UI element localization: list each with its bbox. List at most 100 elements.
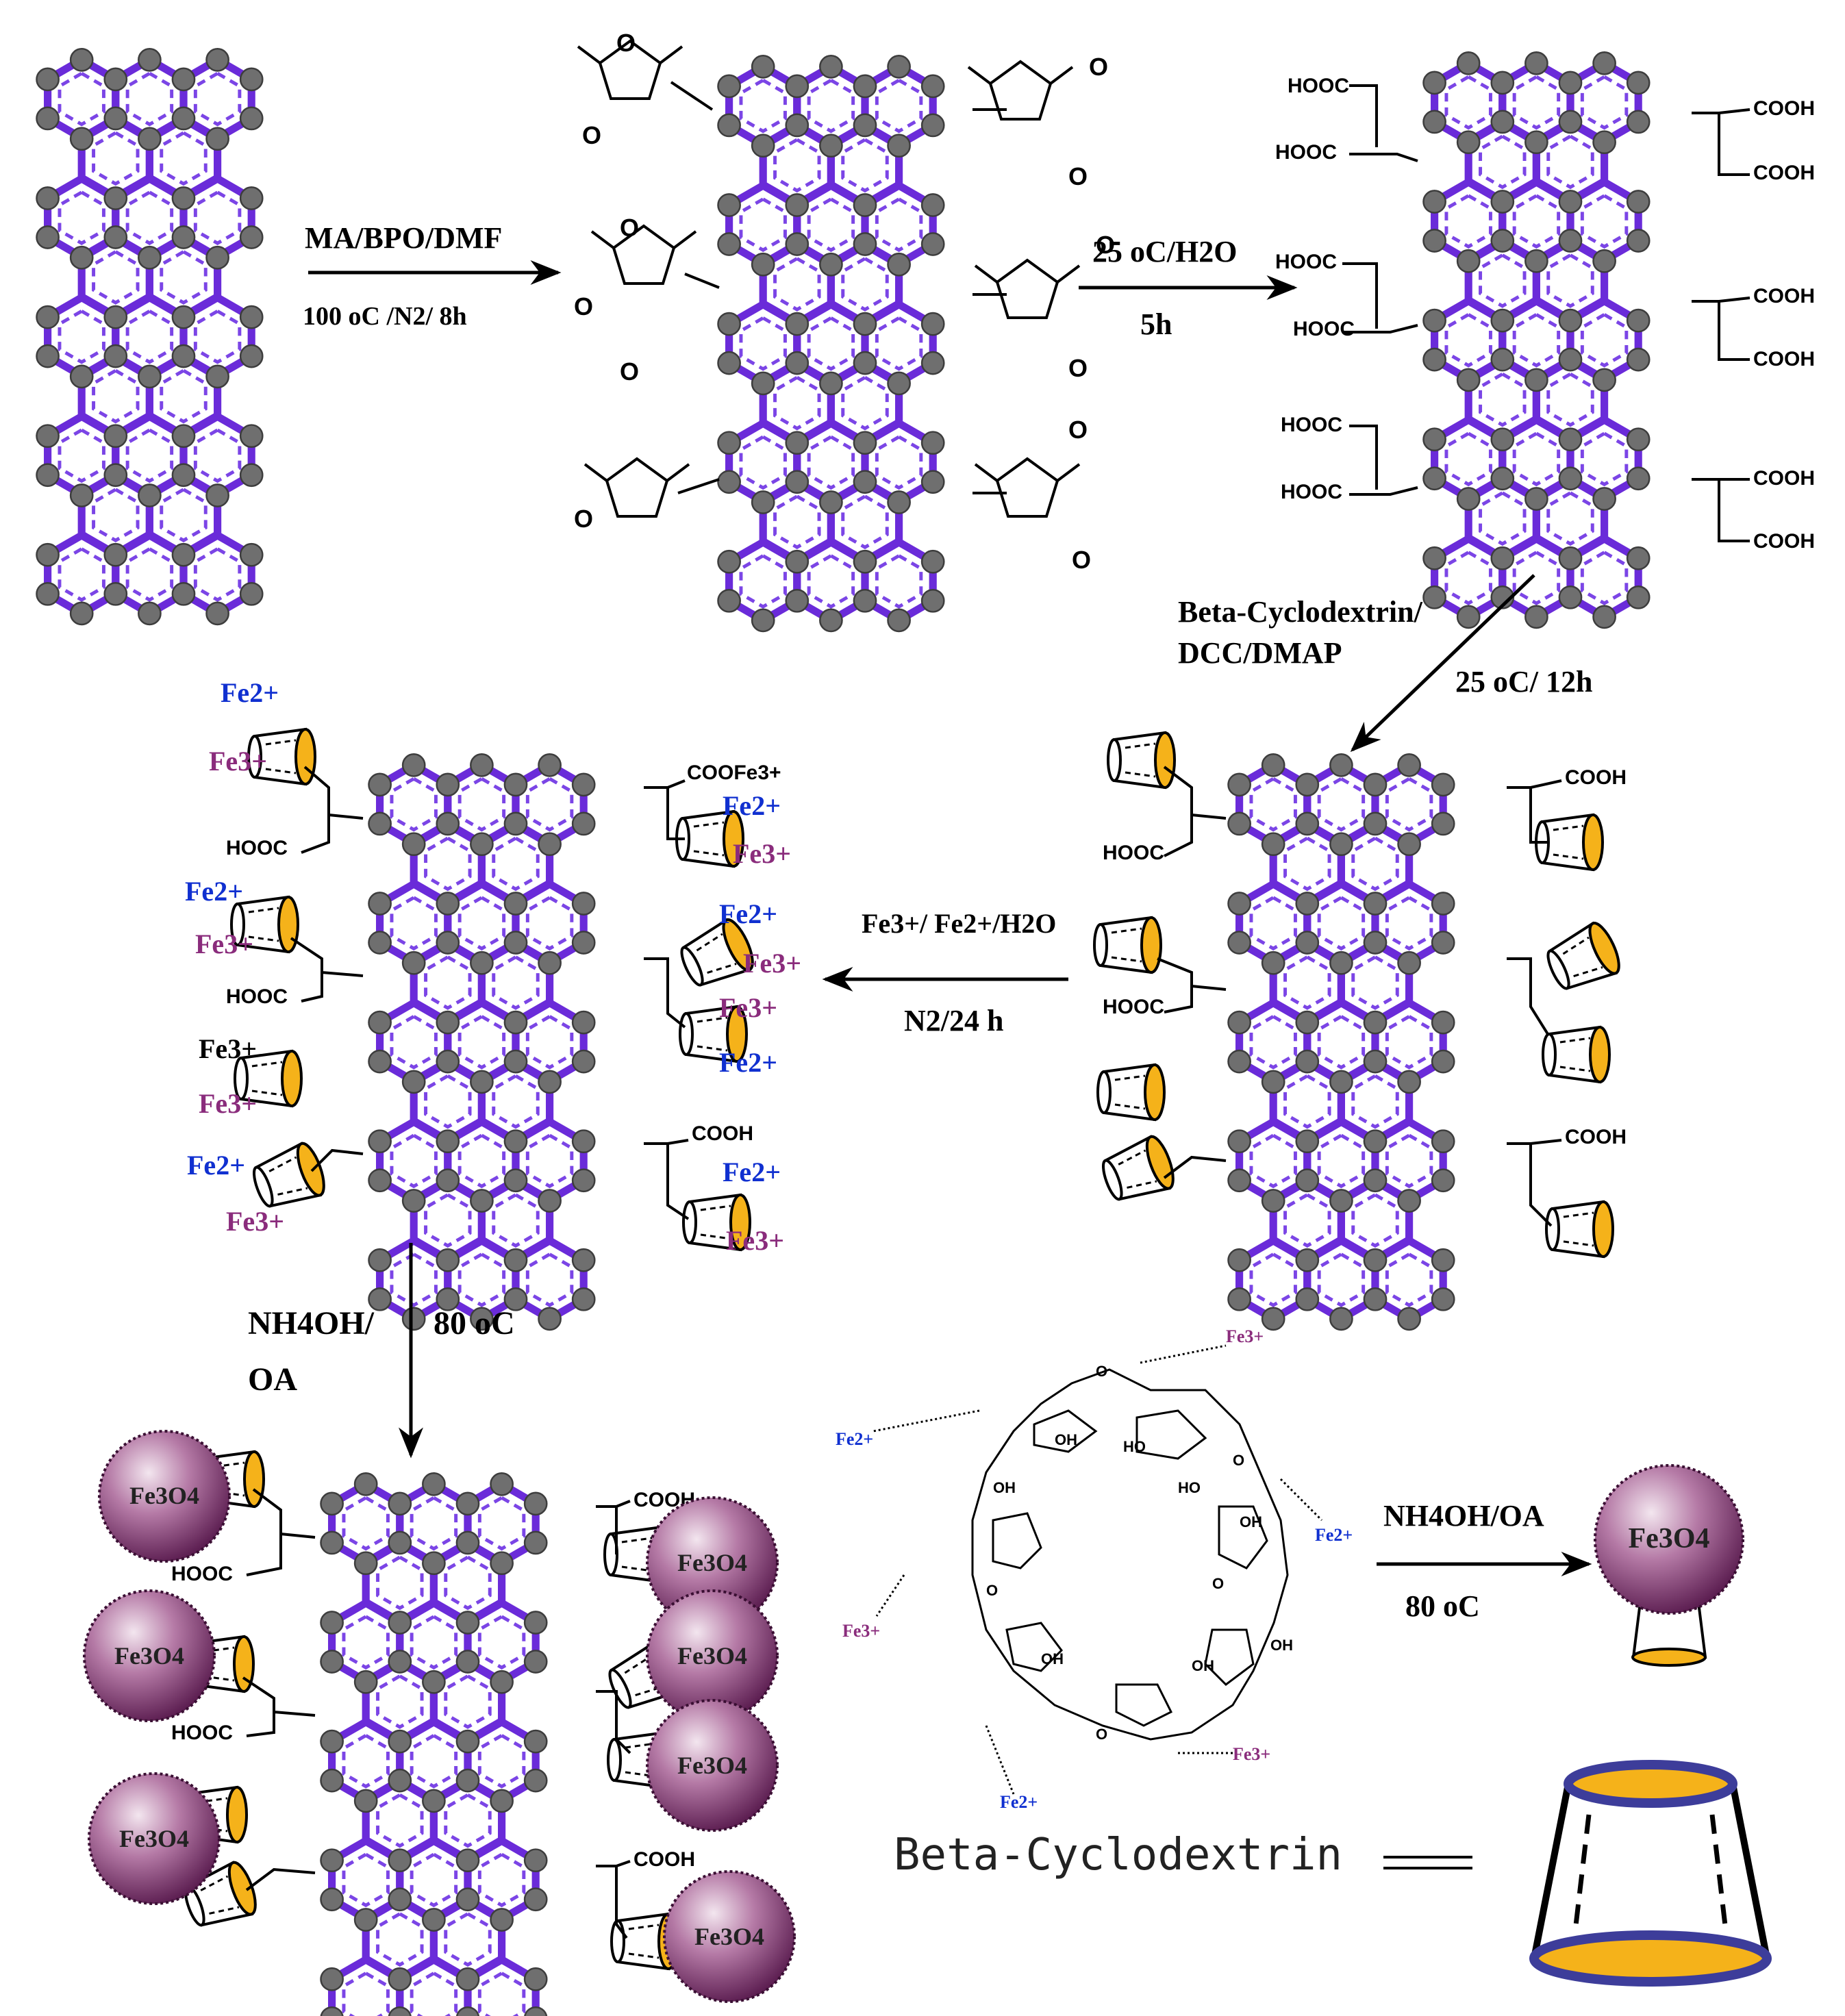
- svg-text:HO: HO: [1123, 1438, 1146, 1455]
- svg-text:O: O: [1096, 231, 1115, 259]
- svg-text:COOFe3+: COOFe3+: [687, 761, 781, 784]
- fe3o4-sphere: Fe3O4: [646, 1589, 779, 1722]
- svg-text:O: O: [1212, 1575, 1224, 1592]
- svg-text:Fe2+: Fe2+: [1315, 1525, 1353, 1545]
- svg-text:O: O: [1233, 1452, 1244, 1469]
- svg-text:COOH: COOH: [633, 1848, 695, 1871]
- carboxyl-groups: HOOC HOOC HOOC HOOC HOOC HOOC COOH COOH …: [1275, 75, 1815, 553]
- fe3o4-cups: HOOC HOOC COOH COOH: [171, 1450, 695, 1970]
- fe3o4-sphere: Fe3O4: [646, 1699, 779, 1832]
- svg-text:Fe2+: Fe2+: [187, 1150, 245, 1181]
- svg-text:O: O: [1068, 354, 1088, 382]
- step3-catalyst: DCC/DMAP: [1178, 636, 1342, 670]
- svg-text:OH: OH: [1240, 1513, 1262, 1530]
- svg-text:Fe3O4: Fe3O4: [1629, 1523, 1710, 1554]
- cnt-pristine: [36, 49, 262, 625]
- step2-time: 5h: [1140, 307, 1172, 341]
- cd-cups-right-tube: HOOC HOOC COOH COOH: [1093, 731, 1627, 1258]
- svg-text:OH: OH: [1270, 1637, 1293, 1654]
- svg-text:OH: OH: [993, 1479, 1016, 1496]
- svg-text:COOH: COOH: [1753, 348, 1815, 370]
- legend-label: Beta-Cyclodextrin: [894, 1830, 1342, 1880]
- step6-temperature: 80 oC: [1405, 1589, 1480, 1623]
- step1-reagents: MA/BPO/DMF: [305, 221, 502, 255]
- svg-text:HO: HO: [1178, 1479, 1201, 1496]
- svg-text:O: O: [1089, 53, 1108, 81]
- svg-text:Fe3+: Fe3+: [209, 746, 267, 777]
- svg-text:O: O: [1068, 162, 1088, 190]
- svg-text:Fe2+: Fe2+: [723, 1157, 781, 1187]
- svg-text:COOH: COOH: [692, 1122, 753, 1145]
- svg-text:Fe3+: Fe3+: [226, 1206, 284, 1237]
- svg-text:COOH: COOH: [1753, 285, 1815, 307]
- svg-text:COOH: COOH: [1565, 1126, 1627, 1148]
- anhydride-oxygens: O O O O O O O O O O O O: [574, 29, 1115, 574]
- svg-text:Fe3O4: Fe3O4: [119, 1825, 189, 1852]
- svg-text:O: O: [620, 214, 639, 242]
- svg-text:Fe3O4: Fe3O4: [677, 1642, 747, 1670]
- svg-text:HOOC: HOOC: [1288, 75, 1349, 97]
- svg-text:HOOC: HOOC: [1103, 996, 1164, 1018]
- svg-text:Fe2+: Fe2+: [1000, 1792, 1038, 1812]
- iron-ions-left: Fe2+ Fe3+ Fe2+ Fe3+ Fe3+ Fe3+ Fe2+ Fe3+ …: [185, 677, 801, 1256]
- svg-text:COOH: COOH: [1753, 162, 1815, 184]
- svg-text:Fe2+: Fe2+: [723, 790, 781, 821]
- svg-text:OH: OH: [1192, 1657, 1214, 1674]
- svg-text:HOOC: HOOC: [226, 985, 288, 1008]
- svg-text:Fe3+: Fe3+: [733, 838, 791, 869]
- svg-text:OH: OH: [1041, 1650, 1064, 1667]
- svg-text:O: O: [1096, 1726, 1107, 1743]
- legend-beta-cyclodextrin: Beta-Cyclodextrin: [894, 1760, 1772, 1987]
- svg-text:Fe3O4: Fe3O4: [114, 1642, 184, 1670]
- cd-cups-left-tube: HOOC HOOC COOH COOFe3+: [226, 728, 781, 1251]
- step6-reagent: NH4OH/OA: [1383, 1499, 1544, 1533]
- svg-text:HOOC: HOOC: [1281, 481, 1342, 503]
- step4-ions: Fe3+/ Fe2+/H2O: [862, 908, 1056, 939]
- cnt-anhydride: [718, 55, 944, 631]
- svg-text:HOOC: HOOC: [1275, 251, 1337, 273]
- svg-text:Fe2+: Fe2+: [221, 677, 279, 708]
- svg-text:O: O: [620, 357, 639, 386]
- svg-text:COOH: COOH: [1753, 530, 1815, 553]
- svg-text:Fe3+: Fe3+: [1233, 1744, 1270, 1764]
- svg-text:Fe3+: Fe3+: [726, 1225, 784, 1256]
- svg-text:HOOC: HOOC: [171, 1563, 233, 1585]
- svg-text:O: O: [986, 1582, 998, 1599]
- svg-text:OH: OH: [1055, 1431, 1077, 1448]
- svg-text:Fe3O4: Fe3O4: [677, 1752, 747, 1779]
- svg-text:Fe2+: Fe2+: [185, 876, 243, 907]
- svg-text:HOOC: HOOC: [171, 1722, 233, 1744]
- fe3o4-sphere: Fe3O4: [88, 1772, 221, 1905]
- svg-text:Fe3+: Fe3+: [743, 948, 801, 979]
- anhydride-groups: [577, 40, 1081, 518]
- svg-text:HOOC: HOOC: [1281, 414, 1342, 436]
- cnt-carboxylated: [1423, 52, 1649, 628]
- fe3o4-sphere: Fe3O4: [83, 1589, 216, 1722]
- svg-text:Fe3O4: Fe3O4: [129, 1482, 199, 1509]
- step1-conditions: 100 oC /N2/ 8h: [303, 302, 467, 331]
- step5-reagent: NH4OH/: [248, 1305, 375, 1341]
- fe3o4-sphere: Fe3O4: [646, 1496, 779, 1629]
- step5-temperature: 80 oC: [434, 1305, 515, 1341]
- svg-text:O: O: [1096, 1363, 1107, 1380]
- svg-text:Fe3+: Fe3+: [1226, 1326, 1264, 1346]
- arrow-step-3: [1350, 574, 1535, 753]
- cnt-cyclodextrin: [1228, 754, 1454, 1330]
- svg-text:HOOC: HOOC: [1293, 318, 1355, 340]
- fe3o4-sphere: Fe3O4: [98, 1430, 231, 1563]
- cnt-fe3o4: [321, 1473, 547, 2016]
- fe3o4-cd-product: Fe3O4: [1594, 1464, 1744, 1667]
- svg-text:O: O: [1068, 416, 1088, 444]
- svg-text:O: O: [574, 505, 593, 533]
- fe3o4-sphere: Fe3O4: [663, 1870, 796, 2003]
- svg-text:Fe3+: Fe3+: [719, 992, 777, 1023]
- cnt-fe-loaded: [368, 754, 594, 1330]
- svg-text:Fe2+: Fe2+: [719, 898, 777, 929]
- cyclodextrin-cup-icon: [1529, 1760, 1772, 1987]
- svg-text:HOOC: HOOC: [226, 837, 288, 859]
- cyclodextrin-structure: O O O O O OH HO HO OH OH OH OH OH Fe2+ F…: [836, 1326, 1353, 1812]
- svg-text:O: O: [616, 29, 636, 57]
- svg-text:Fe2+: Fe2+: [719, 1047, 777, 1078]
- svg-text:Fe3O4: Fe3O4: [677, 1549, 747, 1576]
